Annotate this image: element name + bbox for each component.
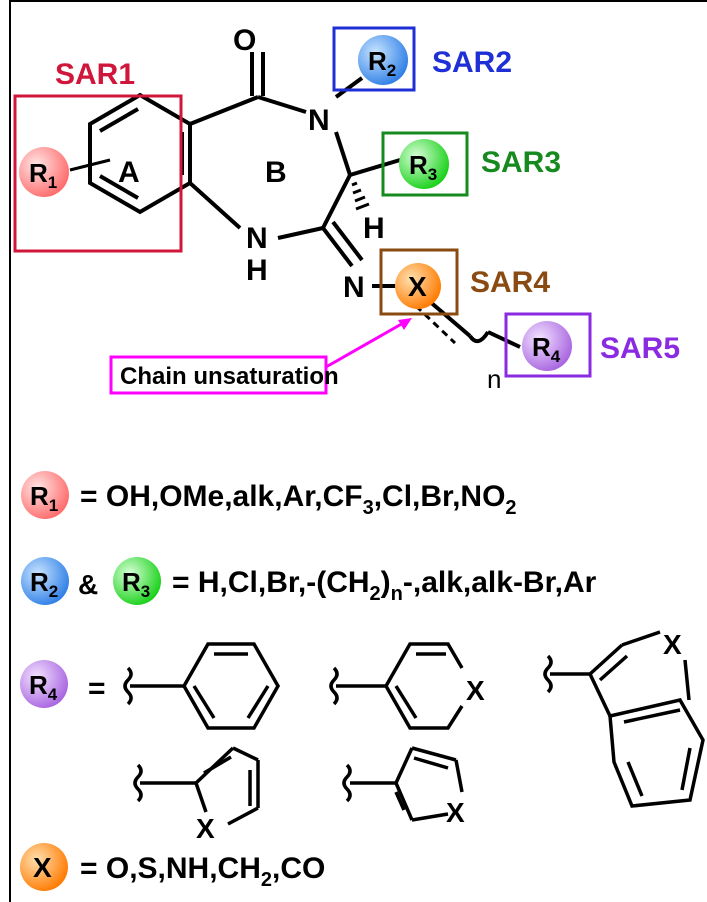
x-ball-letter: X	[408, 271, 427, 302]
callout-text: Chain unsaturation	[120, 363, 339, 390]
def-r1-ball	[21, 471, 69, 519]
def-r1-letter: R1	[30, 481, 58, 515]
sar4-box	[379, 248, 459, 316]
sar5-box	[504, 312, 592, 378]
pyridine-x: X	[466, 675, 485, 706]
sar2-label: SAR2	[432, 46, 512, 79]
def-x-values: = O,S,NH,CH2,CO	[80, 852, 325, 891]
ring-a	[88, 92, 192, 215]
r2-ball	[358, 35, 408, 85]
stereo-hash-wedge	[351, 181, 370, 211]
sar1-label: SAR1	[55, 58, 135, 91]
indole-x: X	[663, 629, 682, 660]
sar2-box	[332, 26, 416, 92]
r1-ball	[19, 147, 69, 197]
furan3-x: X	[446, 797, 465, 828]
sar5-label: SAR5	[600, 332, 680, 365]
def-r2-letter: R2	[30, 567, 58, 601]
callout-arrow-head	[398, 318, 412, 330]
callout-arrow	[325, 320, 406, 369]
r4-ring-structures	[123, 630, 705, 826]
x-ball	[395, 263, 441, 309]
r1-ball-letter: R1	[29, 158, 57, 192]
r2-ball-letter: R2	[368, 46, 396, 80]
stereo-hydrogen: H	[363, 212, 385, 245]
sar3-box	[381, 131, 469, 197]
def-r2-ball	[21, 557, 69, 605]
sar4-label: SAR4	[470, 266, 550, 299]
def-r3-ball	[113, 557, 161, 605]
nh-hydrogen: H	[246, 254, 268, 287]
ring-b-label: B	[265, 156, 287, 189]
sar3-label: SAR3	[481, 146, 561, 179]
repeat-n: n	[487, 364, 501, 394]
amide-nitrogen: N	[308, 104, 330, 137]
def-r1-values: = OH,OMe,alk,Ar,CF3,Cl,Br,NO2	[80, 480, 517, 519]
furan2-x: X	[196, 813, 215, 844]
nh-nitrogen: N	[246, 222, 268, 255]
r3-ball	[399, 139, 449, 189]
r4-ball	[522, 321, 572, 371]
def-x-ball	[20, 843, 68, 891]
ring-a-label: A	[118, 156, 140, 189]
imine-nitrogen: N	[343, 271, 365, 304]
r1-bond	[69, 158, 111, 172]
r3-ball-letter: R3	[409, 150, 437, 184]
r4-ball-letter: R4	[532, 332, 561, 366]
callout-box	[109, 355, 328, 395]
def-ampersand: &	[78, 569, 98, 600]
def-r4-ball	[20, 660, 68, 708]
def-r4-equals: =	[88, 672, 106, 705]
ring-b	[188, 52, 521, 349]
def-r4-letter: R4	[29, 670, 58, 704]
carbonyl-oxygen: O	[233, 24, 256, 57]
def-r2r3-values: = H,Cl,Br,-(CH2)n-,alk,alk-Br,Ar	[172, 566, 597, 605]
dashed-unsaturation-bond	[414, 304, 457, 345]
def-r3-letter: R3	[122, 567, 150, 601]
sar1-box	[13, 94, 183, 253]
def-x-letter: X	[33, 852, 52, 883]
